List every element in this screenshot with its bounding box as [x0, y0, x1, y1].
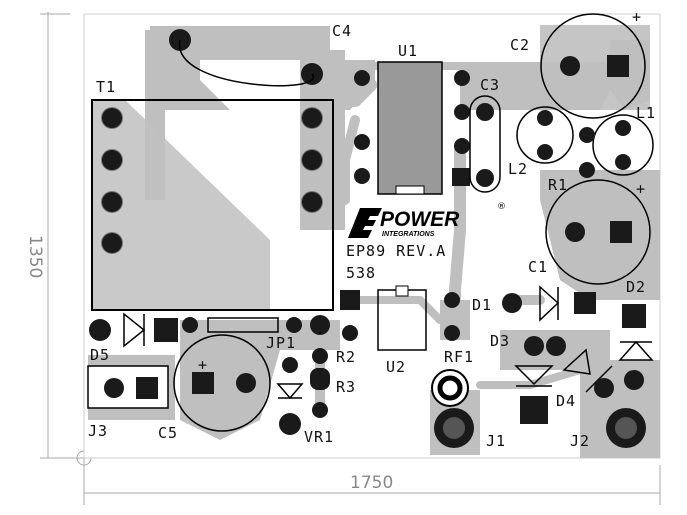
capacitor-c1-large	[545, 179, 651, 285]
board-code: 538	[346, 264, 376, 282]
diode-d5	[89, 312, 178, 348]
label-c2-plus: +	[632, 8, 642, 26]
label-r1: R1	[548, 176, 568, 194]
board-title: EP89 REV.A	[346, 242, 446, 260]
power-integrations-logo: POWER INTEGRATIONS ®	[348, 202, 506, 238]
label-c1: C1	[528, 258, 548, 276]
connector-j3	[87, 365, 169, 409]
label-r3: R3	[336, 378, 356, 396]
label-jp1: JP1	[266, 334, 296, 352]
label-r2: R2	[336, 348, 356, 366]
label-rf1: RF1	[444, 348, 474, 366]
label-d1: D1	[472, 296, 492, 314]
diode-d4	[562, 348, 614, 398]
jumper-jp1	[182, 317, 302, 333]
label-d3: D3	[490, 332, 510, 350]
diode-d3	[514, 336, 566, 424]
label-u1: U1	[398, 42, 418, 60]
logo-sub-text: INTEGRATIONS	[382, 231, 435, 238]
dimension-width: 1750	[350, 473, 393, 493]
label-c3: C3	[480, 76, 500, 94]
label-j1: J1	[486, 432, 506, 450]
logo-main-text: POWER	[380, 208, 460, 231]
jack-j2	[606, 408, 646, 448]
ic-u1	[354, 61, 470, 195]
ic-u2	[340, 285, 460, 351]
capacitor-c4-outline	[179, 39, 315, 87]
label-r1-plus: +	[636, 180, 646, 198]
label-c5: C5	[158, 424, 178, 442]
label-c2: C2	[510, 36, 530, 54]
capacitor-c2	[540, 13, 646, 119]
diode-d2	[618, 304, 654, 390]
copper-traces	[305, 65, 584, 415]
label-vr1: VR1	[304, 428, 334, 446]
label-u2: U2	[386, 358, 406, 376]
label-c5-plus: +	[198, 356, 208, 374]
capacitor-c3	[469, 95, 501, 193]
label-t1: T1	[96, 78, 116, 96]
label-l2: L2	[508, 160, 528, 178]
label-j3: J3	[88, 422, 108, 440]
label-d2: D2	[626, 278, 646, 296]
resistors-r2-r3	[310, 315, 330, 418]
transformer-t1	[91, 29, 334, 311]
label-l1: L1	[636, 104, 656, 122]
label-d5: D5	[90, 346, 110, 364]
zener-vr1	[276, 357, 304, 435]
label-d4: D4	[556, 392, 576, 410]
dimension-height: 1350	[25, 235, 45, 278]
inductor-l1	[516, 106, 654, 178]
capacitor-c5	[173, 334, 271, 432]
label-c4: C4	[332, 22, 352, 40]
diode-d1	[502, 285, 596, 322]
fuse-rf1-and-jack-j1	[431, 369, 474, 448]
logo-registered-mark: ®	[497, 202, 506, 212]
label-j2: J2	[570, 432, 590, 450]
